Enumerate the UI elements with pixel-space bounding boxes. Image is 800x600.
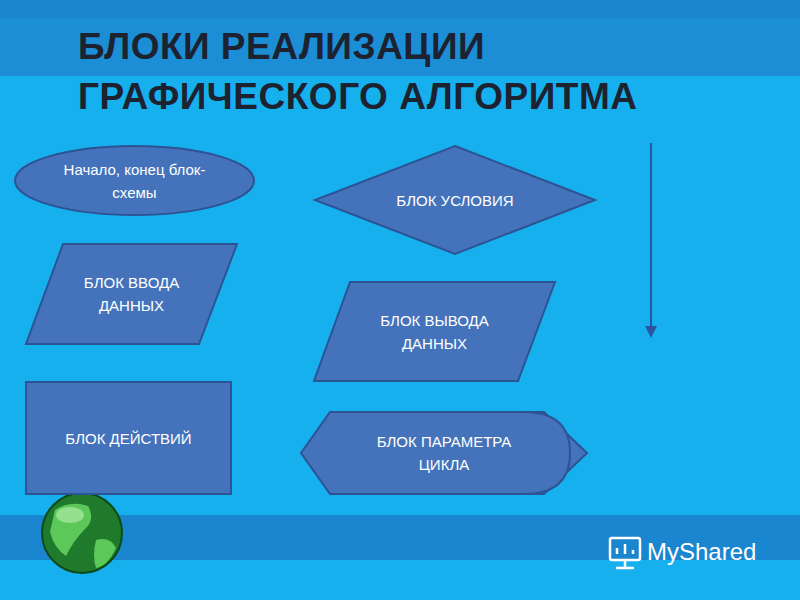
node-text: БЛОК ВЫВОДА ДАННЫХ xyxy=(365,309,505,355)
slide-title: БЛОКИ РЕАЛИЗАЦИИ ГРАФИЧЕСКОГО АЛГОРИТМА xyxy=(78,22,718,122)
node-text: БЛОК ПАРАМЕТРА ЦИКЛА xyxy=(359,430,529,476)
node-outline xyxy=(25,243,238,345)
watermark-icon xyxy=(610,538,640,568)
flow-arrowhead xyxy=(645,326,657,338)
node-outline xyxy=(14,145,255,216)
globe-icon xyxy=(42,493,122,573)
terminator-ellipse: Начало, конец блок-схемы xyxy=(14,145,255,216)
node-outline xyxy=(300,411,588,495)
output-parallelogram: БЛОК ВЫВОДА ДАННЫХ xyxy=(313,281,556,382)
process-box: БЛОК ДЕЙСТВИЙ xyxy=(25,381,232,495)
node-text: БЛОК ВВОДА ДАННЫХ xyxy=(67,271,197,317)
watermark: MyShared xyxy=(647,538,756,566)
node-outline xyxy=(313,281,556,382)
node-text: БЛОК УСЛОВИЯ xyxy=(395,189,515,212)
decision-diamond: БЛОК УСЛОВИЯ xyxy=(314,145,596,255)
loop-hexagon: БЛОК ПАРАМЕТРА ЦИКЛА xyxy=(300,411,588,495)
node-text: Начало, конец блок-схемы xyxy=(60,158,210,204)
input-parallelogram: БЛОК ВВОДА ДАННЫХ xyxy=(25,243,238,345)
flow-arrow xyxy=(650,143,652,330)
node-text: БЛОК ДЕЙСТВИЙ xyxy=(44,427,214,450)
